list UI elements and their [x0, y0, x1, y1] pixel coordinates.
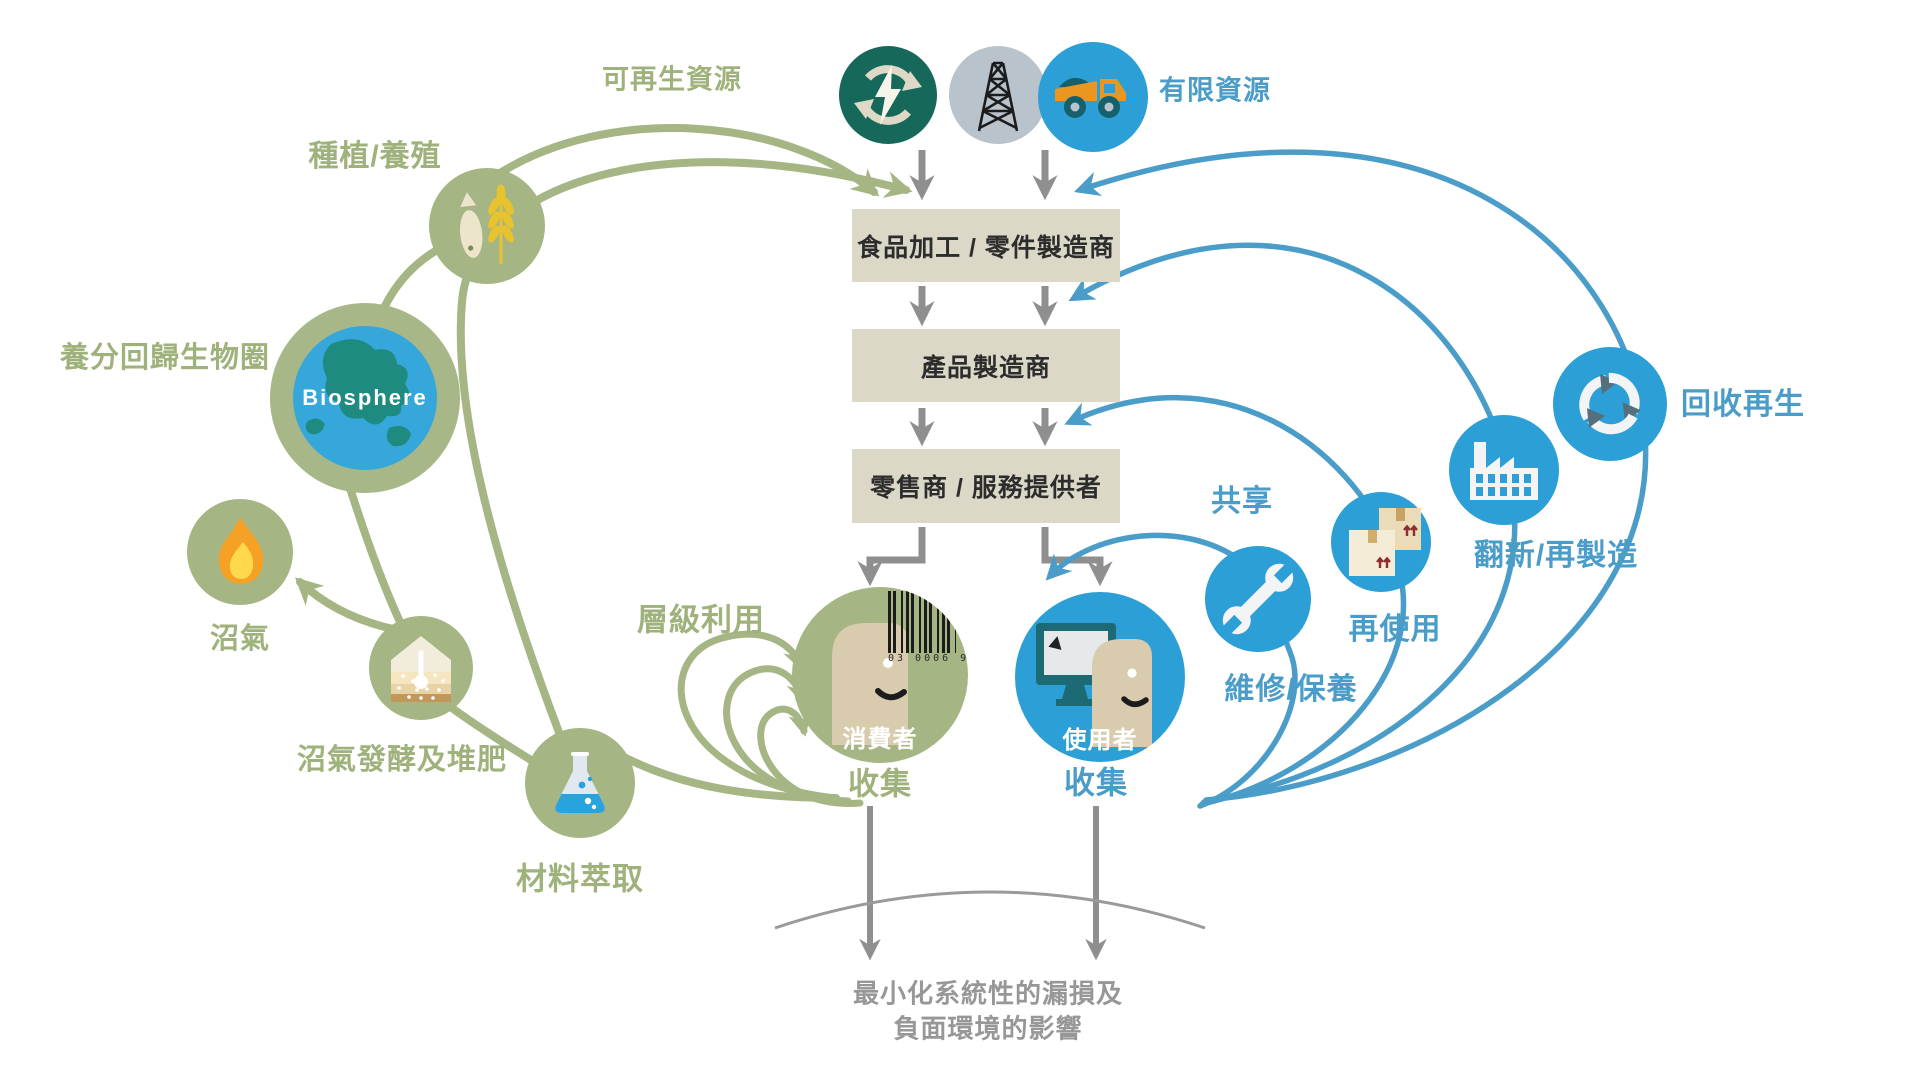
consumer-barcode	[888, 591, 956, 653]
recycle-icon	[1553, 347, 1667, 461]
recycle-glyph	[1579, 372, 1641, 435]
retailer-label: 零售商 / 服務提供者	[870, 474, 1102, 502]
oil-derrick-icon	[949, 46, 1047, 144]
parts-manufacturer-label: 食品加工 / 零件製造商	[857, 233, 1115, 262]
compost-glyph	[391, 636, 451, 702]
arrow-box3-to-consumer	[857, 527, 926, 587]
maintain-icon	[1205, 546, 1311, 652]
biosphere-globe: Biosphere	[270, 303, 460, 493]
flask-glyph	[555, 752, 605, 813]
renewable-energy-icon	[839, 46, 937, 144]
refurbish-icon	[1449, 415, 1559, 525]
boxes-glyph	[1349, 508, 1421, 576]
consumer-label: 消費者	[842, 726, 918, 753]
leakage-boundary-arc	[774, 890, 1206, 930]
curve-digestion-to-extraction	[448, 704, 538, 766]
retailer-box: 零售商 / 服務提供者	[852, 449, 1120, 523]
wrench-glyph	[1220, 561, 1296, 637]
mining-truck-glyph	[1055, 77, 1126, 118]
maintain-label: 維修/保養	[1224, 673, 1358, 706]
product-manufacturer-box: 產品製造商	[852, 329, 1120, 402]
reuse-icon	[1331, 492, 1431, 592]
refurbish-label: 翻新/再製造	[1473, 539, 1639, 572]
cascade-label: 層級利用	[637, 602, 765, 638]
user-circle: 使用者	[1015, 592, 1185, 762]
cascade-arrows	[677, 630, 864, 807]
user-monitor-glyph	[1036, 623, 1152, 747]
biogas-icon	[187, 499, 293, 605]
curve-digestion-to-biogas	[295, 577, 402, 634]
curve-farming-to-box1	[488, 124, 880, 197]
share-label: 共享	[1211, 485, 1273, 518]
wheat-fish-glyph	[459, 184, 514, 264]
cascade-arrow-inner	[757, 705, 864, 807]
flame-glyph	[218, 518, 264, 584]
farming-icon	[429, 168, 545, 284]
biosphere-label: Biosphere	[302, 385, 428, 410]
extraction-icon	[525, 728, 635, 838]
mining-truck-icon	[1038, 42, 1148, 152]
footer-line1: 最小化系統性的漏損及	[852, 978, 1124, 1009]
factory-glyph	[1470, 442, 1538, 500]
cascade-arrow-outer	[677, 630, 840, 802]
footer-line2: 負面環境的影響	[893, 1013, 1083, 1044]
product-manufacturer-label: 產品製造商	[920, 353, 1051, 382]
digestion-compost-icon	[369, 616, 473, 720]
consumer-barcode-digits: 03 0006 9	[888, 653, 968, 664]
cascade-arrow-middle	[723, 665, 852, 805]
nutrients-return-label: 養分回歸生物圈	[59, 342, 271, 374]
parts-manufacturer-box: 食品加工 / 零件製造商	[852, 209, 1120, 282]
curve-extraction-loop-to-box1	[456, 158, 913, 739]
digestion-label: 沼氣發酵及堆肥	[296, 744, 508, 776]
biological-cycle-curves	[295, 124, 913, 807]
extraction-label: 材料萃取	[516, 861, 644, 897]
consumer-circle: 03 0006 9 消費者	[792, 587, 968, 763]
reuse-label: 再使用	[1348, 613, 1442, 646]
user-collection-label: 收集	[1064, 765, 1128, 801]
chain-arrows	[774, 150, 1206, 961]
user-label: 使用者	[1062, 727, 1138, 754]
farming-label: 種植/養殖	[308, 140, 442, 173]
biogas-label: 沼氣	[209, 623, 271, 655]
oil-derrick-glyph	[977, 61, 1019, 132]
recycle-label: 回收再生	[1681, 388, 1805, 421]
consumer-collection-label: 收集	[848, 766, 912, 802]
biosphere-glyph	[293, 326, 437, 470]
renewable-resources-label: 可再生資源	[602, 64, 742, 95]
curve-biosphere-to-digestion	[344, 478, 404, 626]
renewable-energy-glyph	[854, 65, 922, 125]
consumer-face-glyph	[832, 623, 908, 745]
finite-resources-label: 有限資源	[1159, 75, 1271, 106]
